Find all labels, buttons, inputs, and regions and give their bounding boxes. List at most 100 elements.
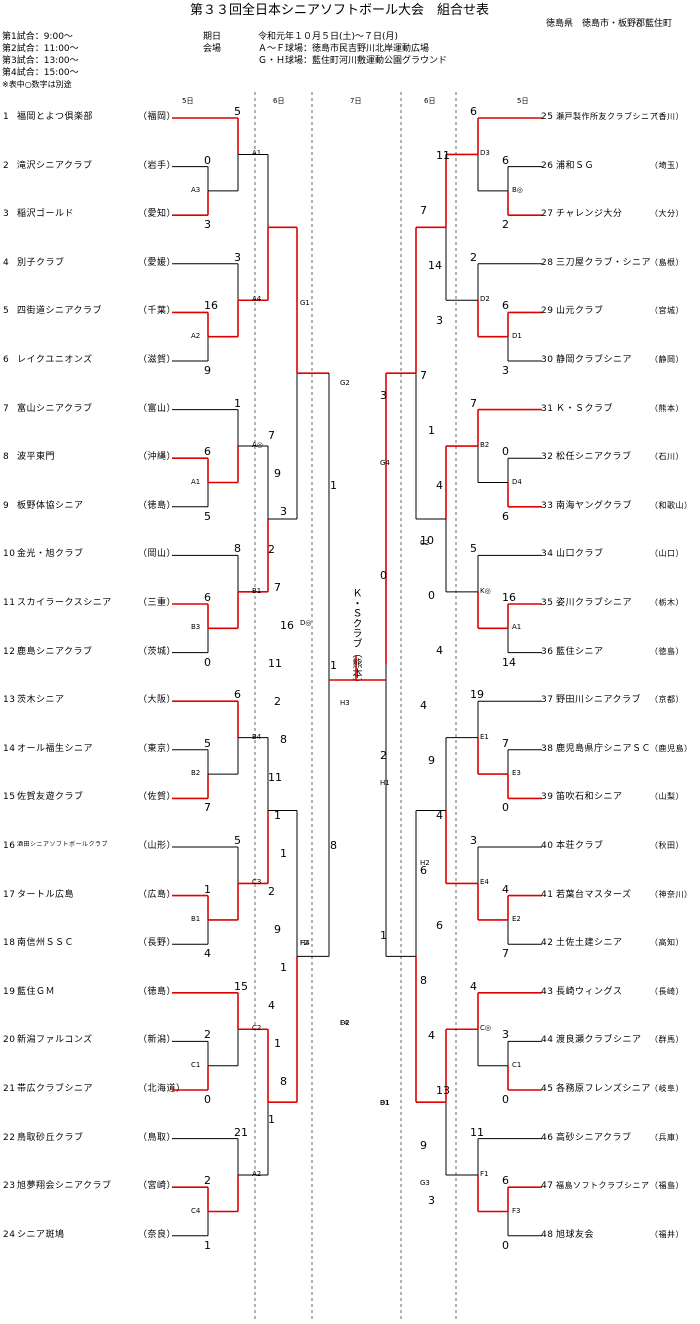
team-number: 11: [3, 598, 16, 608]
score-label: 8: [234, 542, 241, 556]
score-label: 1: [274, 1037, 281, 1050]
score-label: 4: [436, 644, 443, 657]
team-prefecture: （長野）: [138, 938, 177, 949]
schedule-line-3: 第3試合：13:00～: [2, 56, 79, 66]
match-label: D2: [480, 295, 490, 304]
score-label: 14: [502, 655, 516, 669]
team-name: 酒田シニアソフトボールクラブ: [17, 841, 109, 848]
team-prefecture: （長崎）: [650, 986, 684, 996]
champion-label: Ｋ・Ｓクラブ（熊本）: [350, 588, 361, 688]
team-name: 南信州ＳＳＣ: [17, 938, 75, 949]
schedule-line-4: 第4試合：15:00～: [2, 68, 79, 78]
team-prefecture: （岐阜）: [650, 1084, 684, 1093]
team-number: 27: [541, 209, 554, 220]
match-label: A2: [191, 331, 201, 340]
score-label: 1: [204, 1238, 211, 1252]
team-prefecture: （千葉）: [138, 306, 177, 317]
team-number: 44: [541, 1035, 554, 1046]
score-label: 3: [380, 389, 387, 402]
match-label: E3: [512, 769, 521, 778]
score-label: 6: [502, 509, 509, 523]
team-number: 5: [3, 306, 10, 317]
team-prefecture: （栃木）: [650, 598, 684, 607]
team-prefecture: （鳥取）: [138, 1132, 177, 1143]
match-label: B1: [252, 586, 262, 595]
team-number: 47: [541, 1181, 554, 1192]
team-number: 43: [541, 986, 554, 997]
score-label: 7: [268, 429, 275, 442]
match-label: F3: [512, 1206, 521, 1215]
score-label: 2: [204, 1174, 211, 1188]
team-prefecture: （徳島）: [138, 500, 177, 511]
score-label: 0: [502, 801, 509, 815]
team-number: 25: [541, 112, 554, 122]
score-label: 3: [204, 218, 211, 232]
team-name: 鹿島シニアクラブ: [17, 646, 93, 657]
team-prefecture: （秋田）: [650, 841, 684, 850]
team-number: 13: [3, 695, 16, 706]
score-label: 3: [502, 364, 509, 377]
score-label: 21: [234, 1125, 248, 1139]
score-label: 1: [380, 929, 387, 942]
team-prefecture: （香川）: [650, 112, 684, 121]
team-number: 1: [3, 112, 10, 122]
team-prefecture: （徳島）: [650, 646, 684, 656]
match-label: B4: [252, 732, 262, 741]
team-name: 高砂シニアクラブ: [556, 1132, 632, 1143]
team-prefecture: （新潟）: [138, 1035, 177, 1046]
score-label: 0: [380, 569, 387, 582]
team-number: 40: [541, 841, 554, 851]
team-prefecture: （富山）: [138, 403, 177, 414]
match-label: D1: [512, 331, 522, 340]
score-label: 10: [420, 534, 434, 547]
score-label: 7: [204, 801, 211, 815]
team-number: 21: [3, 1084, 16, 1094]
team-name: 松任シニアクラブ: [556, 452, 632, 463]
team-number: 31: [541, 403, 554, 414]
team-prefecture: （和歌山）: [650, 500, 693, 510]
team-name: 瀬戸製作所友クラブシニア: [556, 112, 658, 121]
score-label: 1: [330, 659, 337, 672]
score-label: 16: [280, 619, 294, 632]
team-name: 南海ヤングクラブ: [556, 500, 632, 511]
team-number: 22: [3, 1132, 16, 1143]
match-label: A◎: [252, 441, 263, 450]
team-name: オール福生シニア: [17, 743, 94, 754]
score-label: 4: [428, 1029, 435, 1042]
team-number: 4: [3, 257, 10, 268]
team-number: 39: [541, 792, 554, 803]
match-label: A4: [252, 295, 262, 304]
team-name: 帯広クラブシニア: [17, 1084, 94, 1094]
team-name: 渡良瀬クラブシニア: [556, 1035, 642, 1046]
match-label: H1: [380, 779, 390, 787]
team-number: 20: [3, 1035, 16, 1046]
score-label: 6: [420, 864, 427, 877]
team-name: 富山シニアクラブ: [17, 403, 93, 414]
team-name: レイクユニオンズ: [17, 355, 93, 365]
team-prefecture: （茨城）: [138, 646, 177, 657]
team-number: 24: [3, 1229, 16, 1240]
score-label: 0: [428, 589, 435, 602]
team-name: 各務原フレンズシニア: [556, 1084, 651, 1094]
team-prefecture: （福島）: [650, 1181, 684, 1191]
match-label: A1: [252, 149, 262, 158]
team-name: 板野体協シニア: [17, 500, 84, 511]
venue-label: 会場: [203, 44, 222, 54]
team-prefecture: （岩手）: [138, 160, 177, 171]
match-label: G3: [420, 1179, 430, 1187]
schedule-note: ※表中○数字は別途: [2, 80, 72, 89]
match-label: C◎: [480, 1024, 491, 1033]
team-prefecture: （山口）: [650, 549, 684, 559]
team-number: 26: [541, 160, 554, 171]
team-name: 藍住ＧＭ: [17, 986, 56, 997]
score-label: 5: [234, 105, 241, 118]
score-label: 6: [204, 591, 211, 604]
team-name: 波平東門: [17, 452, 56, 463]
team-prefecture: （熊本）: [650, 403, 684, 413]
team-prefecture: （広島）: [138, 889, 177, 900]
score-label: 9: [274, 467, 281, 480]
team-prefecture: （大阪）: [138, 695, 177, 706]
team-name: 本荘クラブ: [556, 841, 604, 851]
score-label: 11: [268, 657, 282, 670]
team-prefecture: （群馬）: [650, 1035, 684, 1045]
